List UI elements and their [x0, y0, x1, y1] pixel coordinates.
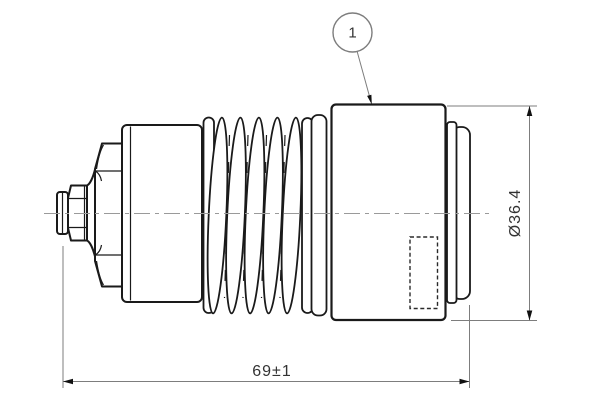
- leader-line: [356, 50, 372, 102]
- hex-chamfer-arc-bottom: [95, 260, 105, 286]
- leader-arrow: [367, 94, 372, 105]
- housing-body: [330, 103, 447, 322]
- dim-diameter-text: Ø36.4: [507, 189, 524, 238]
- housing: [330, 103, 471, 322]
- hidden-port: [409, 236, 439, 310]
- dim-length-arrow-left: [63, 378, 73, 385]
- dim-diameter-arrow-bottom: [526, 310, 533, 321]
- coil-spring: [202, 114, 328, 317]
- spring-seat-ring: [310, 114, 328, 317]
- dim-length-arrow-right: [459, 378, 470, 385]
- dim-length: 69±1: [62, 246, 470, 388]
- balloon-number: 1: [348, 25, 356, 42]
- dim-diameter: Ø36.4: [447, 105, 537, 321]
- dim-diameter-arrow-top: [526, 106, 533, 116]
- sleeve: [121, 124, 203, 303]
- balloon-circle: [332, 12, 373, 53]
- hex-chamfer-arc-top: [95, 144, 105, 170]
- spring-coil: [280, 116, 303, 315]
- hex-face-arc-upper: [95, 170, 103, 182]
- balloon-callout: 1: [332, 12, 373, 105]
- hex-outline: [94, 142, 123, 288]
- end-ring: [446, 121, 458, 304]
- hex-face-arc-lower: [95, 244, 103, 256]
- hex-nut: [94, 142, 123, 288]
- dim-length-text: 69±1: [252, 363, 291, 380]
